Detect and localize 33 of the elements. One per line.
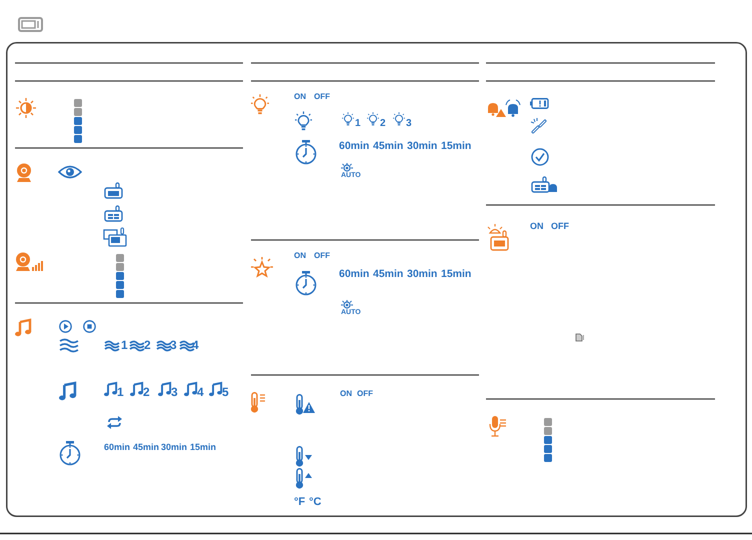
number-label: 2	[143, 386, 150, 398]
option-label: OFF	[357, 390, 373, 398]
duration-label: 30min	[407, 269, 438, 280]
unit-label: °F	[294, 497, 306, 508]
number-label: 4	[197, 386, 204, 398]
duration-label: 45min	[133, 443, 160, 452]
duration-label: 30min	[161, 443, 188, 452]
option-label: ON	[340, 390, 352, 398]
number-label: 2	[380, 119, 386, 129]
duration-label: 45min	[373, 141, 404, 152]
duration-label: 30min	[407, 141, 438, 152]
number-label: 5	[222, 386, 229, 398]
number-label: 3	[406, 119, 412, 129]
option-label: ON	[530, 222, 544, 231]
option-label: OFF	[551, 222, 569, 231]
option-label: ON	[294, 252, 306, 260]
duration-label: 60min	[339, 141, 370, 152]
option-label: ON	[294, 93, 306, 101]
unit-label: °C	[309, 497, 322, 508]
number-label: 3	[171, 386, 178, 398]
duration-label: 15min	[441, 269, 472, 280]
option-label: OFF	[314, 252, 330, 260]
number-label: 2	[144, 339, 151, 351]
duration-label: 15min	[190, 443, 216, 452]
duration-label: 60min	[104, 443, 130, 452]
number-label: 1	[121, 339, 128, 351]
option-label: OFF	[314, 93, 330, 101]
number-label: 3	[170, 339, 177, 351]
duration-label: 45min	[373, 269, 404, 280]
duration-label: 15min	[441, 141, 472, 152]
duration-label: 60min	[339, 269, 370, 280]
number-label: 1	[117, 386, 124, 398]
number-label: 1	[355, 119, 361, 129]
